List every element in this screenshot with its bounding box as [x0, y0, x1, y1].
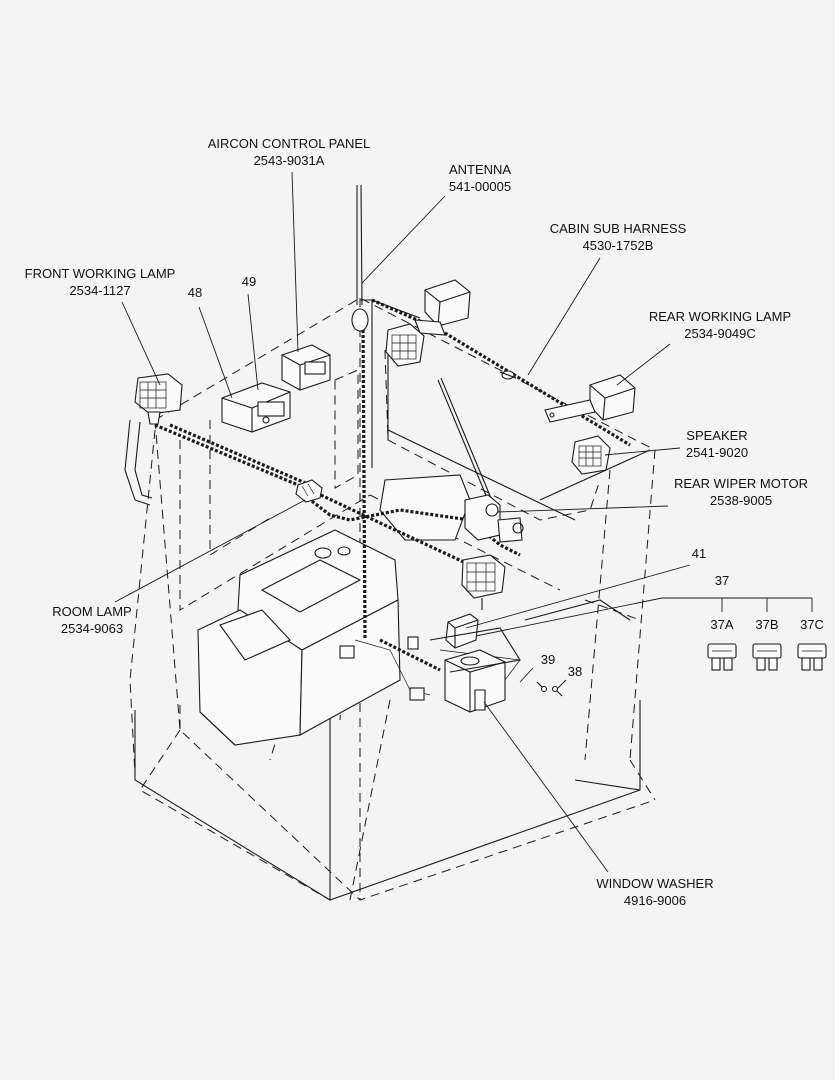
fuse-37b [752, 643, 782, 671]
speaker [571, 435, 611, 475]
leader-lines [114, 171, 813, 873]
rear-working-lamp-top [385, 279, 471, 367]
room-lamp-title: ROOM LAMP [52, 604, 131, 619]
room-lamp [295, 479, 323, 503]
cabin-harness-part: 4530-1752B [583, 238, 654, 253]
window-washer-part: 4916-9006 [624, 893, 686, 908]
callout-37: 37 [715, 573, 729, 588]
rear-lamp-title: REAR WORKING LAMP [649, 309, 791, 324]
callout-49: 49 [242, 274, 256, 289]
antenna-part: 541-00005 [449, 179, 511, 194]
antenna-title: ANTENNA [449, 162, 511, 177]
cabin-harness-connector [499, 370, 517, 380]
front-working-lamp [124, 373, 183, 506]
front-lamp-title: FRONT WORKING LAMP [25, 266, 176, 281]
aircon-panel-title: AIRCON CONTROL PANEL [208, 136, 371, 151]
speaker-title: SPEAKER [686, 428, 747, 443]
harness-connectors [339, 636, 425, 701]
callout-37c: 37C [800, 617, 824, 632]
speaker-part: 2541-9020 [686, 445, 748, 460]
antenna [351, 184, 369, 332]
rear-lamp-part: 2534-9049C [684, 326, 756, 341]
fuse-37c [797, 643, 827, 671]
operator-seat [197, 474, 471, 746]
part-labels: AIRCON CONTROL PANEL 2543-9031A ANTENNA … [25, 136, 824, 908]
fuse-box [445, 613, 479, 649]
window-washer [429, 627, 521, 713]
radio-unit [221, 382, 291, 433]
fuse-37a [707, 643, 737, 671]
callout-48: 48 [188, 285, 202, 300]
aircon-panel-part: 2543-9031A [254, 153, 325, 168]
wiper-motor-title: REAR WIPER MOTOR [674, 476, 808, 491]
rear-wiper-motor [437, 377, 524, 543]
front-lamp-part: 2534-1127 [69, 283, 130, 298]
room-lamp-part: 2534-9063 [61, 621, 123, 636]
rear-working-lamp-right [544, 374, 636, 423]
callout-41: 41 [692, 546, 706, 561]
window-panels [334, 349, 601, 521]
window-washer-title: WINDOW WASHER [596, 876, 713, 891]
aircon-control-panel [281, 344, 331, 391]
callout-37a: 37A [710, 617, 733, 632]
callout-37b: 37B [755, 617, 778, 632]
side-work-lamp [461, 554, 506, 610]
callout-39: 39 [541, 652, 555, 667]
callout-38: 38 [568, 664, 582, 679]
cabin-harness-title: CABIN SUB HARNESS [550, 221, 687, 236]
wiper-motor-part: 2538-9005 [710, 493, 772, 508]
screws [536, 681, 563, 697]
